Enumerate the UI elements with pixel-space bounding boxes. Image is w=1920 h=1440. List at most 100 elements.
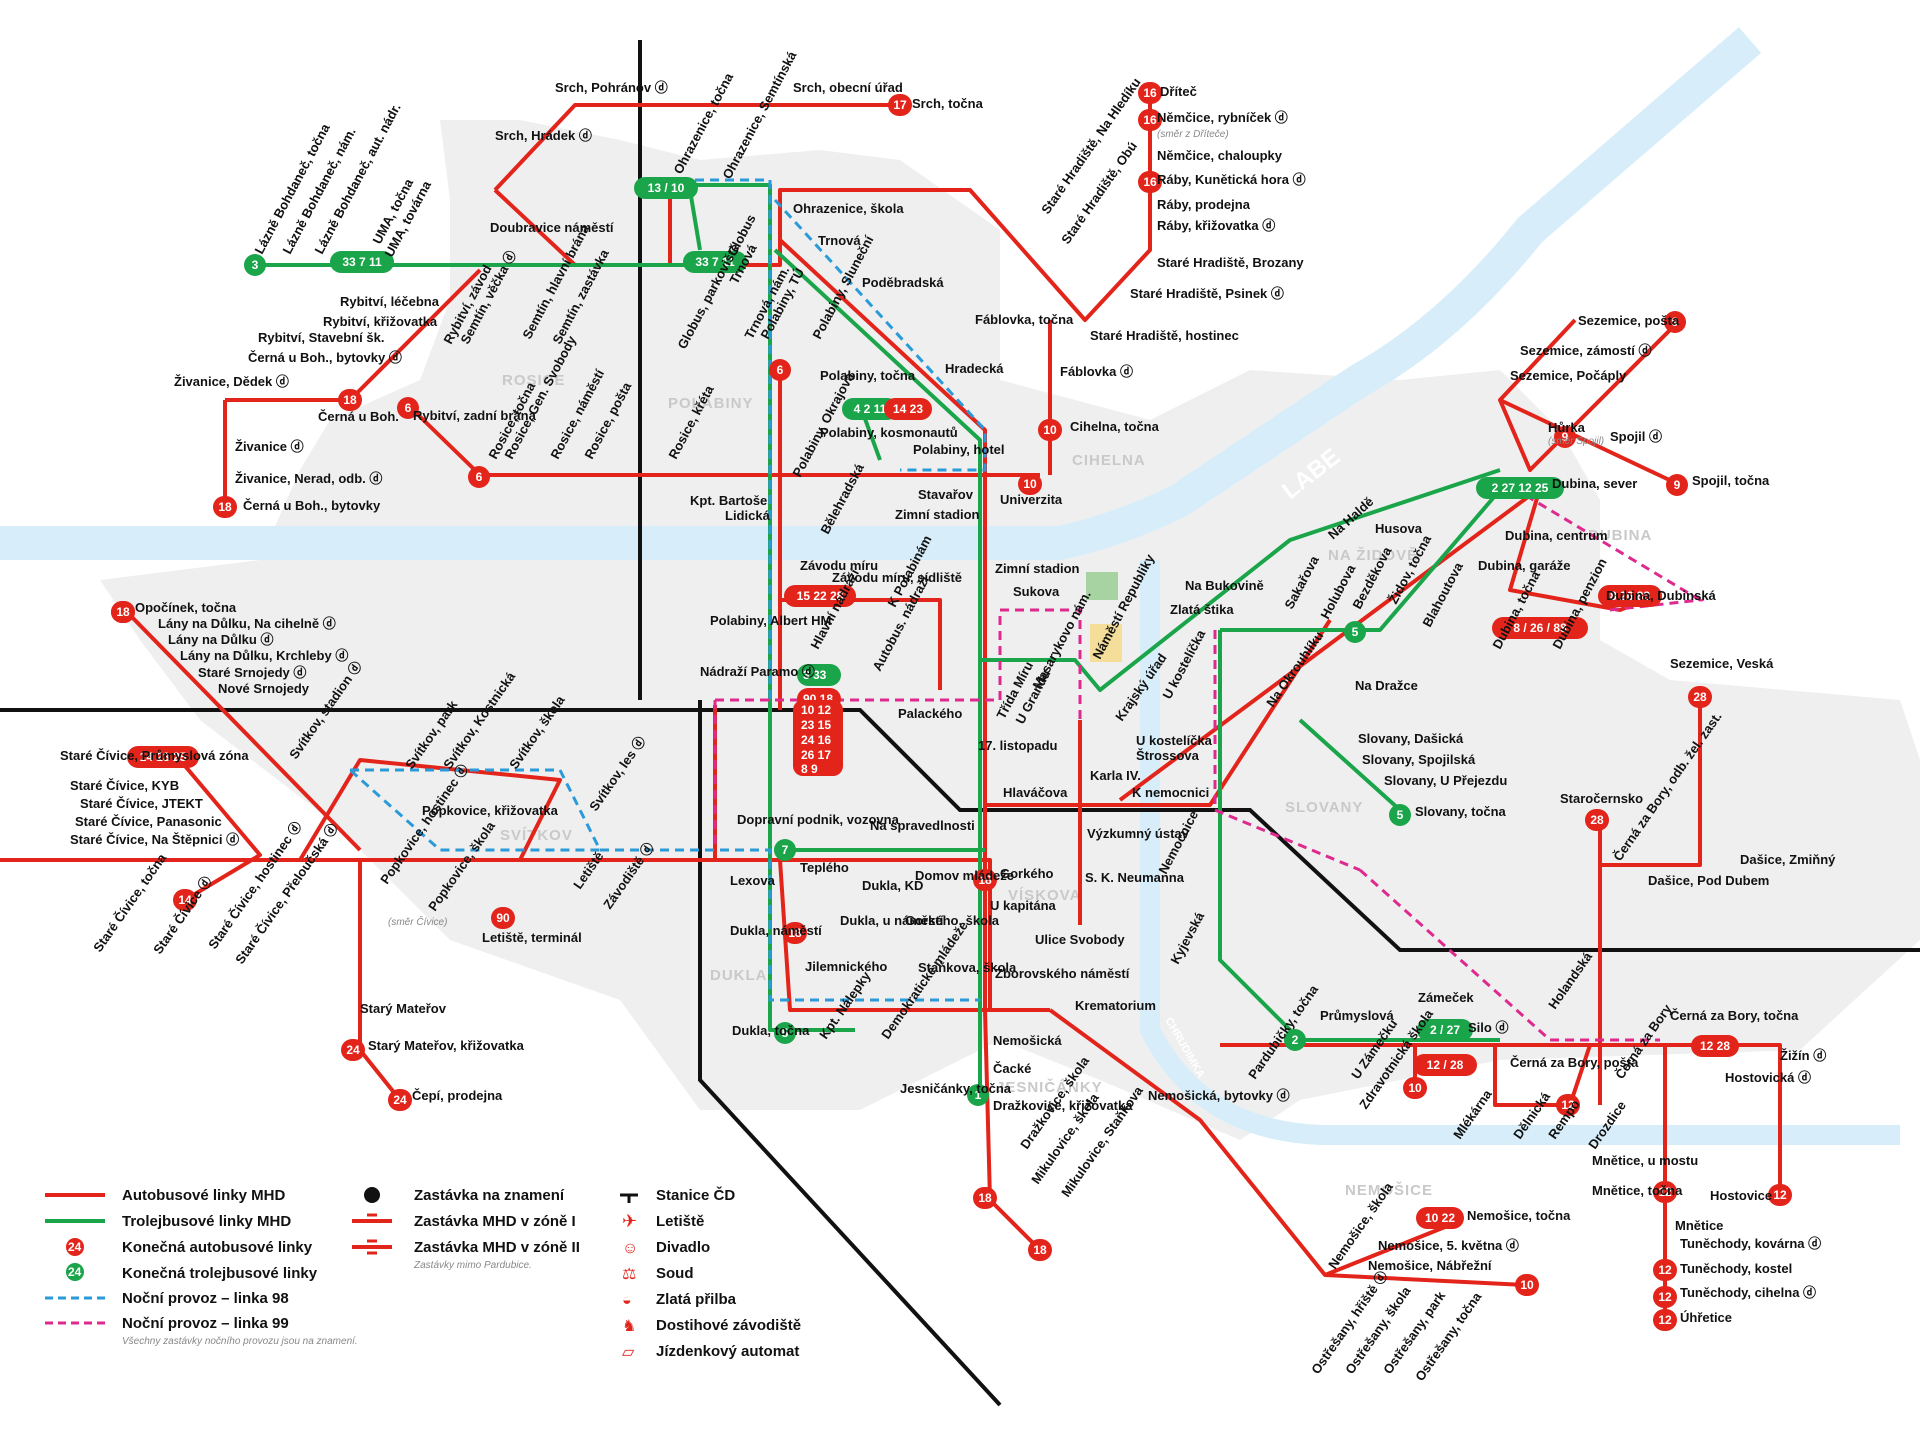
terminal-number-t152228: 15 22 28 bbox=[797, 589, 844, 603]
stop-label-s198: Úhřetice bbox=[1680, 1310, 1732, 1325]
stop-label-s177: Silo ⓓ bbox=[1468, 1020, 1508, 1035]
district-dukla: DUKLA bbox=[710, 967, 768, 984]
stop-label-s182: Černá za Bory, pošta bbox=[1510, 1055, 1639, 1070]
stop-label-s184: Hostovická ⓓ bbox=[1725, 1070, 1811, 1085]
terminal-number-t12d: 12 bbox=[1658, 1263, 1672, 1277]
terminal-badge-t2271225 bbox=[1476, 477, 1564, 499]
terminal-badge-t1423 bbox=[884, 398, 932, 420]
court-icon: ⚖ bbox=[622, 1266, 636, 1283]
terminal-badge-t6c bbox=[769, 359, 791, 381]
terminal-badge-t16b bbox=[1138, 109, 1162, 131]
stop-label-s80: Na Bukovině bbox=[1185, 578, 1264, 593]
stop-label-s193: Hostovice bbox=[1710, 1188, 1772, 1203]
legend-bus-terminal: Konečná autobusové linky bbox=[122, 1239, 313, 1256]
stop-label-s3: Srch, točna bbox=[912, 96, 984, 111]
stop-label-s17: Živanice ⓓ bbox=[235, 439, 304, 454]
terminal-badge-t18a bbox=[338, 389, 362, 411]
terminal-number-t13_10: 13 / 10 bbox=[648, 181, 685, 195]
stop-label-s99: Slovany, U Přejezdu bbox=[1384, 773, 1507, 788]
terminal-badge-t5b bbox=[1389, 804, 1411, 826]
stop-label-s96: Štrossova bbox=[1136, 748, 1200, 763]
district-nemosice: NEMOŠICE bbox=[1345, 1181, 1433, 1199]
stop-label-s4: Srch, Hrádek ⓓ bbox=[495, 128, 592, 143]
stop-label-s47: Lidická bbox=[725, 508, 771, 523]
district-areas bbox=[100, 120, 1920, 1140]
terminal-badge-t1228 bbox=[1413, 1054, 1477, 1076]
stop-label-s148: Domov mládeže bbox=[915, 868, 1014, 883]
terminal-number-t18d: 18 bbox=[978, 873, 992, 887]
stop-label-s67: Sezemice, zámostí ⓓ bbox=[1520, 343, 1652, 358]
terminal-badge-t33_7_11_w bbox=[330, 251, 394, 273]
stop-label-s61: Ráby, Kunětická hora ⓓ bbox=[1157, 172, 1306, 187]
stop-label-s185: Žižín ⓓ bbox=[1780, 1048, 1826, 1063]
terminal-number-t6a: 6 bbox=[405, 401, 412, 415]
terminal-number-t17: 17 bbox=[893, 98, 907, 112]
terminal-badge-t9b bbox=[1554, 426, 1576, 448]
stop-label-s68: Sezemice, Počáply bbox=[1510, 368, 1627, 383]
stop-label-s110: Závodu míru, sídliště bbox=[832, 570, 962, 585]
stop-label-s194: Mnětice bbox=[1675, 1218, 1723, 1233]
terminal-number-t12c: 12 bbox=[1773, 1188, 1787, 1202]
stop-label-s211: Ostřešany, točna bbox=[1412, 1289, 1485, 1384]
terminal-badge-t7 bbox=[774, 839, 796, 861]
terminal-number-t1: 1 bbox=[975, 1088, 982, 1102]
stop-label-s102: Lány na Důlku, Na cihelně ⓓ bbox=[158, 616, 336, 631]
labe-river bbox=[0, 27, 1762, 560]
stop-label-s164: Čacké bbox=[993, 1061, 1031, 1076]
district-rosice: ROSICE bbox=[502, 372, 566, 389]
district-jesnicanky: JESNIČÁNKY bbox=[996, 1078, 1103, 1096]
stop-label-s81: Zlatá štika bbox=[1170, 602, 1234, 617]
terminal-number-t28b: 28 bbox=[1590, 813, 1604, 827]
terminal-number-t33_7_11_c: 33 7 11 bbox=[695, 255, 735, 269]
stop-label-s175: Průmyslová bbox=[1320, 1008, 1394, 1023]
terminal-number-t6c: 6 bbox=[777, 363, 784, 377]
legend-night-note: Všechny zastávky nočního provozu jsou na… bbox=[122, 1336, 358, 1347]
stop-label-s122: Staré Čívice, Průmyslová zóna bbox=[60, 748, 249, 763]
stop-label-s150: S. K. Neumanna bbox=[1085, 870, 1185, 885]
stop-label-s54: Fáblovka, točna bbox=[975, 312, 1074, 327]
stop-label-s104: Lány na Důlku, Krchleby ⓓ bbox=[180, 648, 348, 663]
stop-label-s202: Dašice, Pod Dubem bbox=[1648, 873, 1769, 888]
stop-label-s201: Dašice, Zmiňný bbox=[1740, 852, 1836, 867]
ticket-machine-icon: ▱ bbox=[622, 1344, 635, 1361]
terminal-badge-t17 bbox=[888, 94, 912, 116]
stop-label-s123: Staré Čívice, KYB bbox=[70, 778, 179, 793]
terminal-number-t7: 7 bbox=[782, 843, 789, 857]
stop-label-s75: Dubina, centrum bbox=[1505, 528, 1608, 543]
terminal-badge-t12e bbox=[1653, 1286, 1677, 1308]
terminal-number-t14: 14 bbox=[178, 893, 192, 907]
terminal-number-t12f: 12 bbox=[1658, 1313, 1672, 1327]
stop-label-s64: Staré Hradiště, Brozany bbox=[1157, 255, 1304, 270]
stop-label-s2: Srch, obecní úřad bbox=[793, 80, 903, 95]
terminal-number-t10b: 10 bbox=[1023, 477, 1037, 491]
theatre-icon: ☺ bbox=[622, 1240, 638, 1257]
hub-trolley-3-33: 3 33 bbox=[803, 668, 827, 682]
stop-label-s206: Nemošice, 5. května ⓓ bbox=[1378, 1238, 1519, 1253]
terminal-badge-t2 bbox=[1284, 1029, 1306, 1051]
terminal-number-t16b: 16 bbox=[1143, 113, 1157, 127]
district-slovany: SLOVANY bbox=[1285, 799, 1363, 816]
stop-label-s172: Starý Mateřov bbox=[360, 1001, 447, 1016]
stop-label-s114: Palackého bbox=[898, 706, 962, 721]
legend-trolley-terminal: Konečná trolejbusové linky bbox=[122, 1265, 318, 1282]
terminal-number-t1022: 10 22 bbox=[1425, 1211, 1455, 1225]
terminal-badge-t18h bbox=[1028, 1239, 1052, 1261]
stop-label-s101: Opočínek, točna bbox=[135, 600, 237, 615]
stop-label-s170: Nemošická, bytovky ⓓ bbox=[1148, 1088, 1290, 1103]
terminal-badge-t142325 bbox=[127, 746, 199, 768]
stop-label-s153: Dukla, u náměstí bbox=[840, 913, 944, 928]
terminal-number-t28a: 28 bbox=[1693, 690, 1707, 704]
stop-label-s72: Dubina, sever bbox=[1552, 476, 1637, 491]
stop-label-s160: Dukla, točna bbox=[732, 1023, 810, 1038]
stop-label-s174: Čepí, prodejna bbox=[412, 1088, 503, 1103]
stop-label-s16: Černá u Boh. bbox=[318, 409, 399, 424]
terminal-badge-t12b bbox=[1653, 1181, 1677, 1203]
stop-label-s11: Rybitví, léčebna bbox=[340, 294, 440, 309]
terminal-number-t10c: 10 bbox=[1408, 1081, 1422, 1095]
stop-label-s103: Lány na Důlku ⓓ bbox=[168, 632, 273, 647]
terminal-badge-t28a bbox=[1688, 686, 1712, 708]
legend-court: Soud bbox=[656, 1265, 694, 1282]
stop-label-s62: Ráby, prodejna bbox=[1157, 197, 1251, 212]
district-dubina: DUBINA bbox=[1588, 527, 1652, 544]
